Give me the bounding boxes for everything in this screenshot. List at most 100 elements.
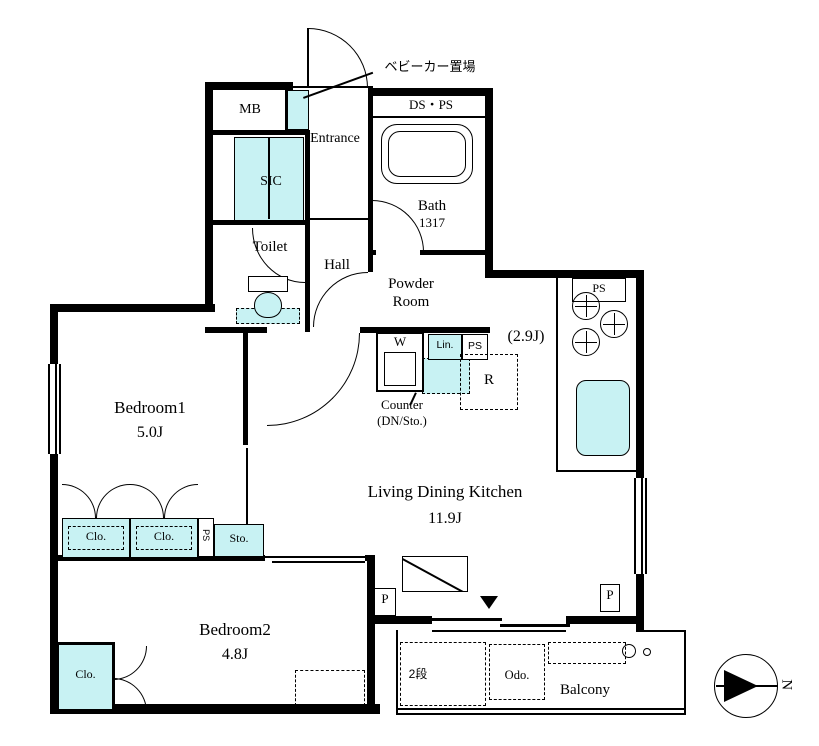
drain-circle [622, 644, 636, 658]
water-heater-label: Odo. [504, 668, 530, 682]
door-arc-ldk [267, 333, 360, 426]
shelf-divider [268, 138, 270, 219]
bathtub-inner [388, 131, 466, 177]
closet-door-arc [96, 484, 130, 518]
pipe-space-box [462, 334, 488, 360]
kitchen-size-label: (2.9J) [507, 328, 545, 345]
stroller-area [287, 90, 309, 130]
closet-bedroom1 [130, 518, 198, 558]
sic-label: SIC [260, 174, 282, 189]
linen-cabinet [428, 334, 462, 360]
stove-burner [600, 310, 628, 338]
washing-machine-drum [384, 352, 416, 386]
linen-label: Lin. [436, 339, 454, 351]
shoe-closet [234, 137, 304, 221]
pipe-space-narrow [198, 518, 214, 557]
wall [368, 616, 432, 624]
entrance-direction-marker [480, 596, 498, 609]
wall [368, 96, 373, 272]
balcony-edge [684, 630, 686, 714]
window [634, 478, 647, 574]
wall [205, 130, 310, 135]
balcony-edge [636, 630, 686, 632]
hanger-rod [68, 526, 124, 550]
ldk-size-label: 11.9J [428, 510, 462, 527]
powder-room-label: Room [392, 294, 430, 310]
washer-label: W [393, 334, 407, 349]
counter-edge [556, 470, 638, 472]
bedroom1-size-label: 5.0J [136, 424, 164, 441]
sliding-door-line [265, 556, 365, 558]
counter-storage [422, 358, 470, 394]
north-label: N [778, 679, 795, 691]
wall [636, 270, 644, 632]
closet-door-arc [113, 678, 147, 712]
balcony-edge [396, 630, 398, 714]
furniture-outline [295, 670, 365, 706]
closet-label: Clo. [85, 529, 107, 543]
balcony-door-panel [500, 624, 570, 627]
bedroom2-label: Bedroom2 [199, 620, 271, 639]
north-compass: N [710, 652, 800, 724]
wall [485, 88, 493, 278]
drain-circle [643, 648, 651, 656]
stove-burner [572, 292, 600, 320]
pillar-label: P [381, 591, 389, 606]
bedroom2-size-label: 4.8J [221, 646, 249, 663]
wall [566, 616, 644, 624]
bedroom1-label: Bedroom1 [114, 398, 186, 417]
refrigerator-space [460, 354, 518, 410]
mb-divider [285, 88, 287, 132]
counter-label: (DN/Sto.) [377, 414, 427, 428]
window [48, 364, 61, 454]
toilet-bowl [254, 292, 282, 318]
wall [50, 304, 215, 312]
wall [205, 220, 310, 225]
closet-bedroom1 [62, 518, 130, 558]
powder-room-label: Powder [388, 276, 434, 292]
entrance-label: Entrance [310, 131, 360, 146]
kitchen-sink [576, 380, 630, 456]
balcony-hatch-strip [548, 642, 626, 664]
stroller-label: ベビーカー置場 [384, 59, 476, 74]
closet-bedroom2 [58, 644, 113, 710]
ds-ps-label: DS・PS [408, 97, 454, 112]
wall [485, 270, 644, 278]
wall [368, 250, 376, 255]
sliding-door-line [246, 448, 248, 557]
bath-size-label: 1317 [419, 215, 445, 230]
table [402, 556, 468, 592]
wall [420, 250, 490, 255]
window-frame [55, 364, 57, 454]
storage-label: Sto. [229, 531, 249, 545]
pillar [600, 584, 620, 612]
door-arc-powder [313, 272, 368, 327]
ps-label: PS [467, 340, 482, 352]
wall [50, 555, 265, 561]
closet-door-arc [62, 484, 96, 518]
water-heater-box [489, 644, 545, 700]
stove-burner [572, 328, 600, 356]
balcony-door-panel [432, 618, 502, 621]
balcony-label: Balcony [560, 682, 610, 698]
wall [360, 327, 490, 333]
storage-box [214, 524, 264, 557]
mb-label: MB [239, 102, 261, 117]
counter-label: Counter [381, 397, 423, 412]
toilet-tank [248, 276, 288, 292]
balcony-shelf-area [400, 642, 486, 706]
ps-label: PS [201, 529, 212, 542]
fridge-label: R [483, 372, 494, 388]
pillar-label: P [606, 587, 614, 602]
table-diagonal [403, 557, 467, 591]
window-frame [641, 478, 643, 574]
wall [205, 327, 267, 333]
bath-label: Bath [417, 198, 447, 214]
ldk-label: Living Dining Kitchen [367, 482, 523, 501]
hanger-rod [136, 526, 192, 550]
closet-wall [57, 642, 115, 644]
shelf-label: 2段 [408, 667, 428, 681]
ps-label: PS [592, 281, 606, 295]
pillar [374, 588, 396, 616]
wall [50, 704, 380, 714]
